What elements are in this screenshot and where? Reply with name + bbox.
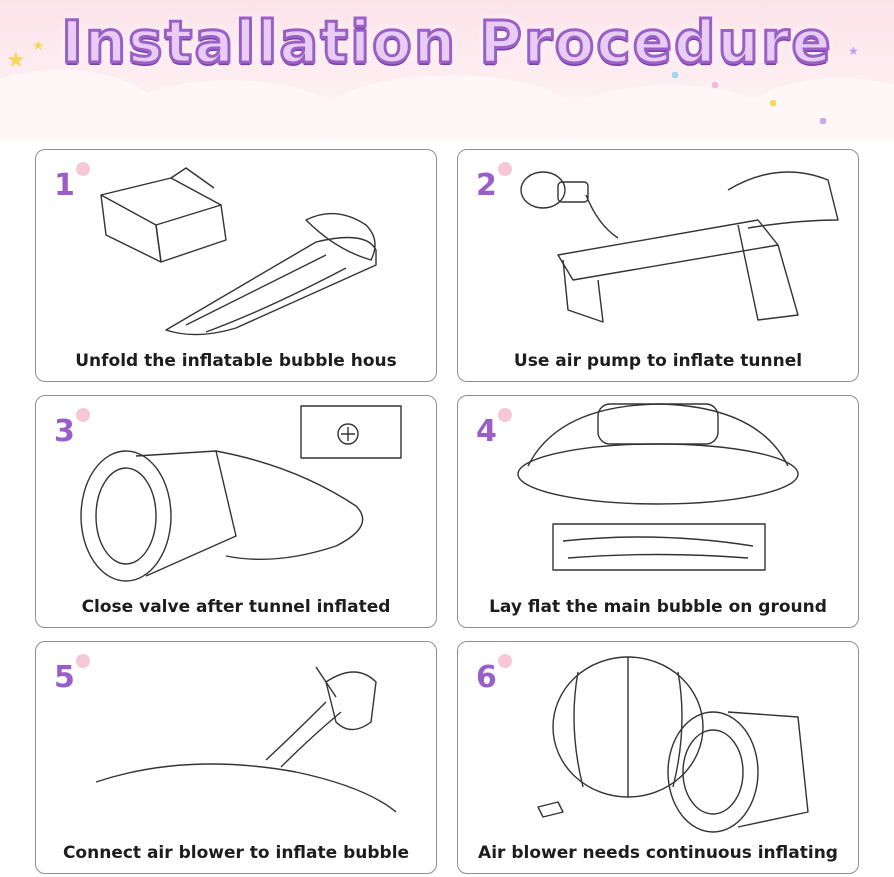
unfold-box-illustration	[100, 167, 377, 336]
inflated-bubble-illustration	[537, 656, 809, 833]
accent-dot	[498, 162, 512, 176]
accent-dot	[498, 408, 512, 422]
cloud-decoration	[740, 78, 894, 140]
cloud-decoration	[320, 75, 580, 140]
star-icon: ★	[32, 38, 45, 54]
bubble-flat-illustration	[517, 403, 799, 571]
page-title: Installation Procedure	[60, 7, 833, 78]
accent-dot	[498, 654, 512, 668]
step-card-4: 4 Lay flat the main bubble on ground	[457, 395, 859, 628]
step-card-5: 5 Connect air blower to inflate bubble	[35, 641, 437, 874]
step-caption: Lay flat the main bubble on ground	[489, 597, 827, 617]
header-banner: ★ ★ ★ Installation Procedure	[0, 0, 894, 140]
cloud-decoration	[120, 80, 340, 140]
blower-connect-illustration	[95, 666, 397, 813]
step-card-6: 6 Air blower needs continuous inflating	[457, 641, 859, 874]
star-icon: ★	[6, 48, 26, 73]
step-card-2: 2 Use air pump to inflate tunnel	[457, 149, 859, 382]
step-caption: Air blower needs continuous inflating	[478, 843, 838, 863]
step-card-3: 3 Close valve after tunnel inflated	[35, 395, 437, 628]
confetti-decoration	[770, 100, 776, 106]
step-number: 3	[54, 414, 75, 449]
valve-illustration	[80, 405, 402, 582]
step-caption: Use air pump to inflate tunnel	[513, 351, 803, 371]
accent-dot	[76, 654, 90, 668]
step-card-1: 1 Unfold the inflatable bubble hous	[35, 149, 437, 382]
step-number: 6	[476, 660, 497, 695]
step-number: 1	[54, 168, 75, 203]
air-pump-illustration	[520, 171, 839, 323]
step-number: 2	[476, 168, 497, 203]
step-number: 5	[54, 660, 75, 695]
accent-dot	[76, 162, 90, 176]
star-icon: ★	[848, 44, 859, 58]
step-caption: Connect air blower to inflate bubble	[62, 843, 410, 863]
step-caption: Unfold the inflatable bubble hous	[75, 351, 397, 371]
confetti-decoration	[820, 118, 826, 124]
accent-dot	[76, 408, 90, 422]
confetti-decoration	[672, 72, 678, 78]
step-caption: Close valve after tunnel inflated	[81, 597, 391, 617]
confetti-decoration	[712, 82, 718, 88]
step-number: 4	[476, 414, 497, 449]
